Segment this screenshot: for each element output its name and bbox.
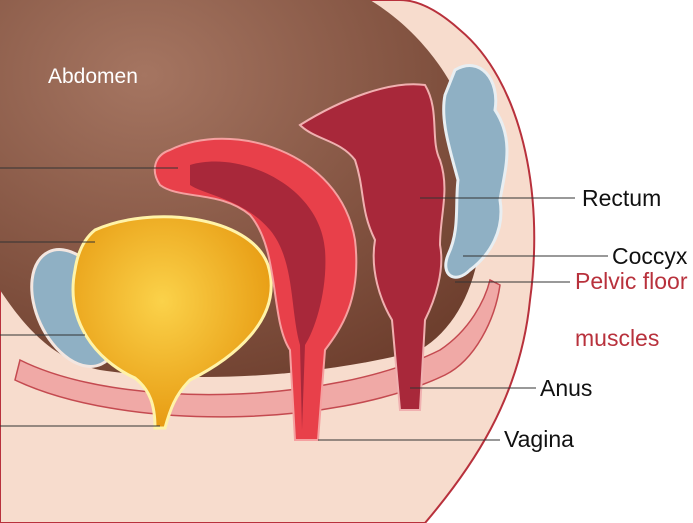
pelvic-floor-label-line2: muscles (575, 325, 660, 351)
pelvic-floor-label-line1: Pelvic floor (575, 268, 688, 294)
anus-label: Anus (540, 375, 593, 401)
uterine-cavity (190, 161, 326, 430)
abdomen-label: Abdomen (48, 65, 138, 88)
pelvic-floor-muscles (14, 278, 501, 418)
vagina-label: Vagina (504, 426, 574, 452)
rectum-label: Rectum (582, 185, 662, 211)
rectum (298, 83, 446, 411)
bladder (71, 215, 273, 430)
coccyx-label: Coccyx (612, 243, 688, 269)
coccyx-bone (442, 64, 509, 279)
leader-lines (0, 167, 608, 441)
